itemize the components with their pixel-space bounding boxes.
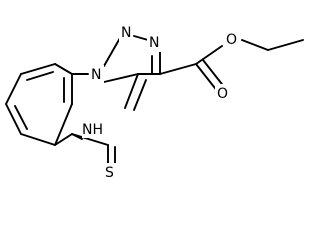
bond-carboxyl-c-ocarbonyl — [195, 63, 219, 93]
atom-o-carbonyl: O — [215, 84, 229, 102]
atom-o-ether-label: O — [226, 32, 237, 48]
atom-n3: N — [147, 34, 161, 52]
atom-o-carbonyl-label: O — [217, 86, 228, 102]
atom-n1: N — [90, 65, 104, 83]
bond-c3-carboxyl-c — [159, 63, 197, 75]
bond-layer — [5, 35, 304, 166]
atom-s: S — [103, 163, 117, 181]
bond-c5-c4a — [54, 133, 73, 146]
atom-o-ether: O — [224, 30, 238, 48]
bond-n1-n2 — [103, 37, 121, 67]
bond-benzene-c7-c6 — [5, 73, 22, 105]
bond-ch2-ch3 — [267, 39, 304, 51]
atom-n1-label: N — [91, 67, 101, 83]
bond-benzene-c8a-c8 — [54, 63, 73, 75]
bond-carboxyl-c-ocarbonyl-double — [202, 59, 226, 89]
bond-c3a-nh — [124, 73, 139, 109]
bond-benzene-c4a-c8a — [54, 103, 73, 146]
atom-n2-label: N — [121, 25, 131, 41]
atom-nh-label: NH — [82, 122, 103, 138]
bond-benzene-c5-c4a — [20, 133, 56, 146]
bond-carboxyl-c-oether — [195, 45, 223, 65]
atom-s-label: S — [105, 165, 114, 181]
bond-benzene-c7-c8-inner — [26, 71, 54, 81]
bond-n1-c3a — [103, 73, 139, 83]
bond-benzene-c8-c7 — [20, 63, 56, 75]
atom-label-layer: N N N NH S O O — [82, 24, 238, 181]
bond-oether-ch2 — [241, 39, 269, 51]
atom-nh: NH — [82, 120, 104, 138]
molecule-structure-diagram: N N N NH S O O — [5, 24, 304, 181]
atom-n2: N — [119, 24, 133, 42]
bond-benzene-c6-c5 — [5, 103, 22, 135]
atom-n3-label: N — [149, 35, 159, 51]
bond-c5-c4 — [71, 133, 109, 146]
bond-benzene-c6-c5-inner — [14, 105, 28, 130]
bond-c3a-nh-double — [133, 79, 147, 111]
